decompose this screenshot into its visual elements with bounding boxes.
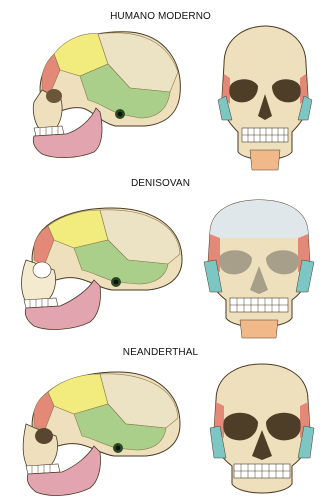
panel-title: HUMANO MODERNO [0,11,321,22]
panel-neanderthal: NEANDERTHAL [0,340,321,503]
panel-title: DENISOVAN [0,178,321,189]
lateral-skull-icon [20,22,190,172]
panel-modern-human: HUMANO MODERNO [0,0,321,170]
lateral-skull-icon [12,190,192,340]
panel-denisovan: DENISOVAN [0,170,321,340]
frontal-skull-icon [212,24,318,174]
lateral-skull-icon [14,358,186,503]
frontal-skull-icon [200,198,318,343]
panel-title: NEANDERTHAL [0,347,321,358]
frontal-skull-icon [206,362,318,502]
